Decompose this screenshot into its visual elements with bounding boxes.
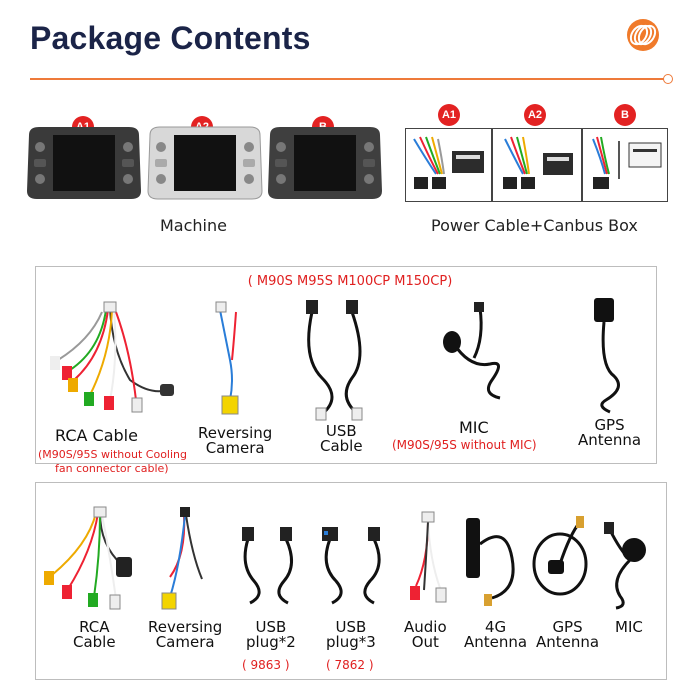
power-cable-a1-image <box>405 128 492 202</box>
usb-plug-2-label: USB plug*2 <box>246 620 296 650</box>
gps-antenna-label-line2: Antenna <box>578 431 642 449</box>
gps-antenna-label: GPS Antenna <box>578 418 641 448</box>
badge-cable-a2: A2 <box>524 104 546 126</box>
4g-antenna-label-line1: 4G <box>484 618 507 636</box>
usb-cable-label-line1: USB <box>325 422 357 440</box>
gps-antenna-2-image <box>532 516 588 596</box>
rca-cable-2-image <box>44 506 132 610</box>
rca-cable-note-2: fan connector cable) <box>55 462 169 475</box>
machine-a1-image <box>27 127 141 199</box>
rca-cable-image <box>50 301 174 413</box>
header-divider <box>30 78 666 80</box>
rca-cable-label: RCA Cable <box>55 426 138 445</box>
machine-label: Machine <box>160 216 227 235</box>
machine-a2-image <box>147 126 263 200</box>
usb-cable-label-line2: Cable <box>320 437 363 455</box>
usb-cable-image <box>306 300 363 421</box>
badge-cable-b: B <box>614 104 636 126</box>
reversing-camera-cable-image <box>215 301 239 415</box>
brand-logo-icon <box>627 19 659 51</box>
mic-2-label: MIC <box>615 618 643 636</box>
mic-image <box>443 302 501 400</box>
accessories-panel-1 <box>35 266 657 464</box>
reversing-camera-label: Reversing Camera <box>198 426 272 456</box>
machine-b-image <box>268 127 382 199</box>
reversing-camera-2-label-line2: Camera <box>155 633 215 651</box>
4g-antenna-label: 4G Antenna <box>464 620 527 650</box>
reversing-camera-2-label-line1: Reversing <box>148 618 223 636</box>
power-cable-b-image <box>582 128 668 202</box>
reversing-camera-label-line1: Reversing <box>198 424 273 442</box>
audio-out-image <box>410 511 447 603</box>
gps-antenna-2-label-line1: GPS <box>552 618 583 636</box>
reversing-camera-2-label: Reversing Camera <box>148 620 222 650</box>
power-cable-a2-image <box>492 128 582 202</box>
gps-antenna-label-line1: GPS <box>594 416 625 434</box>
badge-cable-a1: A1 <box>438 104 460 126</box>
usb-plug-3-label: USB plug*3 <box>326 620 376 650</box>
reversing-camera-label-line2: Camera <box>205 439 265 457</box>
rca-cable-note-1: (M90S/95S without Cooling <box>38 448 187 461</box>
gps-antenna-2-label-line2: Antenna <box>536 633 600 651</box>
power-cable-label: Power Cable+Canbus Box <box>431 216 638 235</box>
usb-plug-2-label-line1: USB <box>255 618 287 636</box>
model-list: ( M90S M95S M100CP M150CP) <box>247 274 453 289</box>
mic-2-image <box>604 522 646 610</box>
mic-label: MIC <box>459 418 489 437</box>
usb-plug-3-note: ( 7862 ) <box>326 658 374 672</box>
audio-out-label: Audio Out <box>404 620 447 650</box>
reversing-camera-2-image <box>161 507 203 610</box>
usb-plug-2-image <box>242 527 293 605</box>
audio-out-label-line2: Out <box>411 633 439 651</box>
usb-plug-3-label-line2: plug*3 <box>326 633 376 651</box>
4g-antenna-image <box>466 518 515 606</box>
rca-cable-2-label: RCA Cable <box>73 620 116 650</box>
usb-plug-3-image <box>322 527 381 605</box>
usb-plug-2-note: ( 9863 ) <box>242 658 290 672</box>
accessories-panel-2 <box>35 482 667 680</box>
usb-plug-2-label-line2: plug*2 <box>246 633 296 651</box>
audio-out-label-line1: Audio <box>404 618 447 636</box>
usb-cable-label: USB Cable <box>320 424 363 454</box>
gps-antenna-image <box>594 298 620 414</box>
usb-plug-3-label-line1: USB <box>335 618 367 636</box>
gps-antenna-2-label: GPS Antenna <box>536 620 599 650</box>
page-title: Package Contents <box>30 20 311 56</box>
mic-note: (M90S/95S without MIC) <box>392 438 537 452</box>
header-divider-end <box>663 74 673 84</box>
rca-cable-2-label-line1: RCA <box>79 618 110 636</box>
rca-cable-2-label-line2: Cable <box>73 633 116 651</box>
4g-antenna-label-line2: Antenna <box>464 633 528 651</box>
